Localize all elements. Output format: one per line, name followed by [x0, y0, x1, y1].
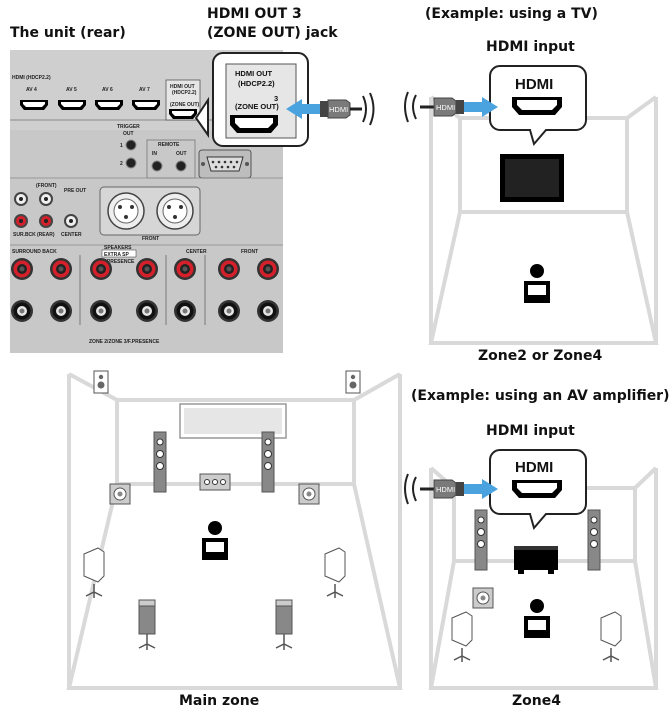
- presence-left-speaker-icon: [93, 370, 109, 394]
- tv-zone-room: [428, 95, 659, 345]
- panel-zone-out-label: (ZONE OUT): [170, 102, 199, 108]
- sur-back-small-label: SUR.BCK: [13, 232, 36, 238]
- zone4-person-icon: [524, 599, 550, 638]
- panel-hdmi-out-3-port: [169, 109, 197, 119]
- trigger-out-label: OUT: [123, 131, 134, 137]
- av7-port: AV 7: [132, 87, 160, 110]
- center-speaker-icon: [199, 473, 231, 491]
- zone4-front-left-speaker-icon: [474, 509, 488, 571]
- hdmi-out-jack-label-line1: HDMI OUT 3: [207, 6, 302, 22]
- av5-label: AV 5: [66, 87, 77, 93]
- f-presence-label: F.PRESENCE: [103, 259, 135, 265]
- extra-sp-label: EXTRA SP: [104, 252, 129, 258]
- hdmi-input-tv-label: HDMI input: [486, 39, 575, 55]
- svg-text:2: 2: [120, 161, 123, 167]
- tv-hdmi-input-callout: HDMI: [489, 65, 587, 147]
- out-cable: HDMI: [286, 92, 375, 126]
- xlr-left: [107, 192, 145, 230]
- front-left-speaker-icon: [153, 431, 167, 493]
- example-amp-label: (Example: using an AV amplifier): [411, 388, 670, 404]
- main-subwoofer-right-icon: [298, 483, 320, 505]
- zone4-front-right-speaker-icon: [587, 509, 601, 571]
- surround-back-right-speaker-icon: [275, 599, 293, 651]
- av4-label: AV 4: [26, 87, 37, 93]
- out-cable-plug-label: HDMI: [329, 105, 348, 114]
- xlr-right: [156, 192, 194, 230]
- rear-unit-label: The unit (rear): [10, 25, 126, 41]
- center-terminal-label: CENTER: [186, 249, 207, 255]
- zoom-zone-out: (ZONE OUT): [235, 102, 279, 111]
- tv-hdmi-port-icon: [512, 97, 562, 115]
- tv-cable-plug-label: HDMI: [436, 103, 455, 112]
- zoom-hdmi-out: HDMI OUT: [235, 69, 272, 78]
- example-tv-label: (Example: using a TV): [425, 6, 598, 22]
- remote-out-label: OUT: [176, 151, 187, 157]
- av-amplifier-icon: [514, 546, 558, 574]
- panel-hdmi-out-label: HDMI OUT: [170, 84, 195, 90]
- pre-out-rear-label: (REAR): [37, 232, 55, 238]
- pre-out-label: PRE OUT: [64, 188, 86, 194]
- zone4-label: Zone4: [512, 693, 561, 709]
- surround-back-left-speaker-icon: [138, 599, 156, 651]
- zone4-subwoofer-icon: [472, 587, 494, 609]
- tv-zone-person-icon: [524, 264, 550, 303]
- amp-cable-plug-label: HDMI: [436, 485, 455, 494]
- av6-port: AV 6: [95, 87, 123, 110]
- tv-cable: HDMI: [404, 91, 498, 123]
- presence-right-speaker-icon: [345, 370, 361, 394]
- zoom-hdcp: (HDCP2.2): [238, 79, 275, 88]
- main-zone-room: [66, 370, 403, 690]
- hdmi-out-jack-label-line2: (ZONE OUT) jack: [207, 25, 338, 41]
- surround-left-speaker-icon: [83, 547, 105, 599]
- zone2-or-zone4-label: Zone2 or Zone4: [478, 348, 603, 364]
- av4-port: AV 4: [20, 87, 48, 110]
- main-subwoofer-icon: [109, 483, 131, 505]
- amp-cable: HDMI: [404, 473, 498, 505]
- panel-hdcp-label: (HDCP2.2): [172, 90, 197, 96]
- speakers-label: SPEAKERS: [104, 245, 132, 251]
- av7-label: AV 7: [139, 87, 150, 93]
- front-terminal-label: FRONT: [241, 249, 258, 255]
- av5-port: AV 5: [58, 87, 86, 110]
- remote-in-label: IN: [152, 151, 157, 157]
- zoom-hdmi-port: [230, 115, 278, 133]
- amp-hdmi-port-icon: [512, 480, 562, 498]
- main-zone-label: Main zone: [179, 693, 260, 709]
- zone4-surround-left-speaker-icon: [451, 611, 473, 663]
- hdmi-out-zoom-callout: HDMI OUT (HDCP2.2) 3 (ZONE OUT): [212, 52, 309, 147]
- pre-out-front-label: (FRONT): [36, 183, 57, 189]
- svg-text:1: 1: [120, 143, 123, 149]
- remote-label: REMOTE: [158, 142, 180, 148]
- front-right-speaker-icon: [261, 431, 275, 493]
- zoom-number: 3: [274, 94, 278, 103]
- main-tv-screen: [179, 403, 287, 439]
- trigger-label: TRIGGER: [117, 124, 140, 130]
- hdmi-input-amp-label: HDMI input: [486, 423, 575, 439]
- main-zone-person-icon: [202, 521, 228, 560]
- surround-back-label: SURROUND BACK: [12, 249, 57, 255]
- amp-hdmi-input-callout: HDMI: [489, 449, 587, 531]
- hdmi-hdcp-label: HDMI (HDCP2.2): [12, 75, 51, 81]
- pre-out-center-label: CENTER: [61, 232, 82, 238]
- amp-hdmi-port-label: HDMI: [515, 459, 553, 476]
- zone-footer-label: ZONE 2/ZONE 3/F.PRESENCE: [89, 339, 160, 345]
- tv-hdmi-port-label: HDMI: [515, 76, 553, 93]
- surround-right-speaker-icon: [324, 547, 346, 599]
- zone4-surround-right-speaker-icon: [600, 611, 622, 663]
- tv-set: [500, 154, 564, 202]
- av6-label: AV 6: [102, 87, 113, 93]
- xlr-front-label: FRONT: [142, 236, 159, 242]
